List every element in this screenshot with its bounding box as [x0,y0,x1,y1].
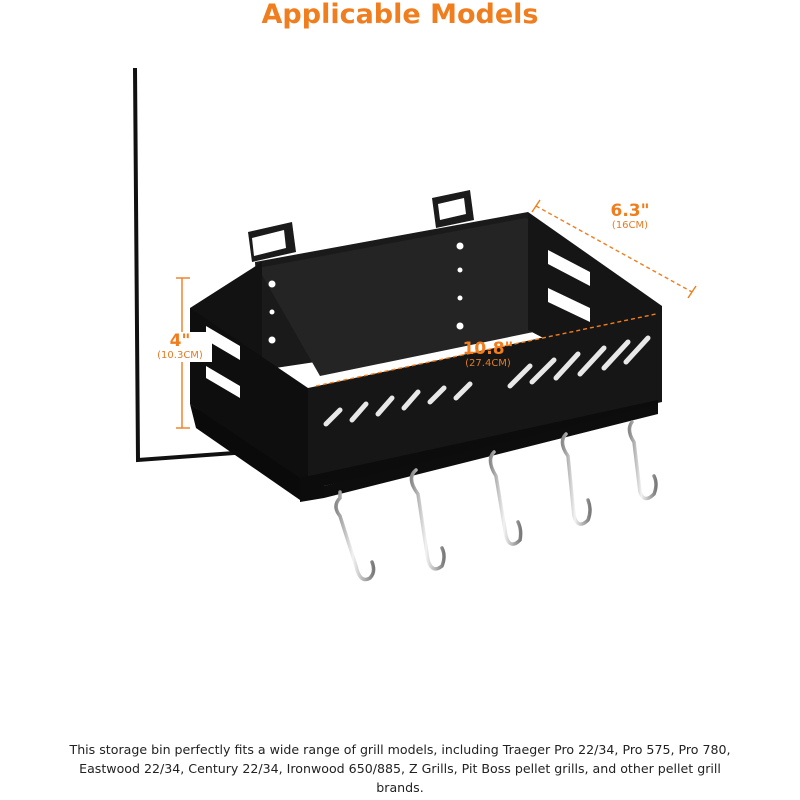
dimension-length-label: 10.8" (27.4CM) [448,340,528,370]
hanging-brackets [248,190,474,262]
length-imperial: 10.8" [462,339,514,359]
depth-imperial: 6.3" [610,201,650,221]
dimension-depth-label: 6.3" (16CM) [590,202,670,232]
height-metric: (10.3CM) [157,350,203,361]
depth-metric: (16CM) [611,220,649,231]
hooks [328,420,658,582]
storage-bin-illustration [133,67,697,582]
hook-5 [627,420,658,501]
hook-1 [334,490,376,582]
height-imperial: 4" [169,331,191,351]
dimension-height-label: 4" (10.3CM) [148,332,212,362]
hook-2 [409,468,446,571]
hook-4 [560,432,592,526]
hook-3 [488,450,523,546]
back-wall-holes [268,242,464,344]
hook-rail [324,404,658,498]
side-slots-left [206,326,240,398]
side-slots-right [548,250,590,322]
compatibility-caption: This storage bin perfectly fits a wide r… [69,742,731,795]
page-title: Applicable Models [261,0,539,30]
length-metric: (27.4CM) [465,358,511,369]
front-vent-slots [323,335,651,427]
rod-handle [133,67,249,463]
